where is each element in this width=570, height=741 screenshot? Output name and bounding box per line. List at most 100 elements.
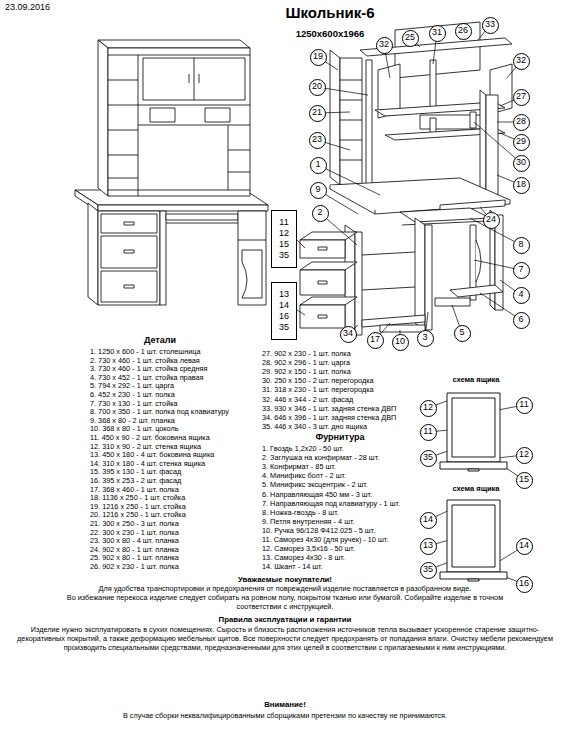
callout-number: 14 — [420, 512, 437, 529]
callout-number: 17 — [367, 332, 384, 349]
part-list-item: 8. 700 x 350 - 1 шт. полка под клавиатур… — [90, 408, 229, 417]
assembled-desk — [101, 214, 157, 233]
assembled-desk — [98, 211, 160, 305]
drawer-scheme — [440, 572, 507, 579]
callout-text: 31 — [432, 27, 442, 38]
callout-number: 27 — [513, 89, 530, 106]
assembled-desk — [138, 105, 250, 106]
assembled-desk — [228, 150, 250, 151]
fitting-list-item: 13. Саморез 4х30 - 8 шт. — [262, 554, 345, 563]
exploded-view — [318, 281, 327, 284]
part-list-item: 30. 250 x 150 - 2 шт. перегородка — [262, 377, 374, 386]
part-list-item: 31. 318 x 230 - 1 шт. перегородка — [262, 386, 374, 395]
exploded-view — [300, 240, 345, 258]
part-list-item: 18. 1136 x 250 - 1 шт. стойка — [90, 494, 185, 503]
callout-number: 34 — [340, 326, 357, 343]
exploded-view — [340, 140, 362, 141]
assembled-desk — [138, 55, 139, 196]
callout-text: 35 — [279, 322, 289, 333]
callout-number: 10 — [392, 334, 409, 351]
part-list-item: 28. 902 x 296 - 1 шт. царга — [262, 359, 350, 368]
assembled-desk — [238, 211, 266, 305]
callout-text: 10 — [395, 336, 405, 347]
notice-text: В случае сборки неквалифицированными сбо… — [10, 712, 560, 721]
fitting-list-item: 2. Заглушка на конфирмат - 28 шт. — [262, 454, 379, 463]
callout-text: 21 — [312, 107, 322, 118]
assembled-desk — [98, 40, 250, 48]
callout-text: 14 — [519, 540, 529, 551]
callout-number: 32 — [376, 37, 393, 54]
scheme-title: схема ящика — [428, 484, 524, 493]
assembled-desk — [124, 222, 134, 225]
callout-text: 15 — [279, 239, 289, 250]
callout-number: 29 — [513, 134, 530, 151]
callout-number: 18 — [513, 177, 530, 194]
callout-number: 11 — [420, 424, 437, 441]
callout-number: 26 — [455, 23, 472, 40]
part-list-item: 5. 794 x 292 - 1 шт. царга — [90, 382, 174, 391]
part-list-item: 14. 310 x 180 - 4 шт. стенка ящика — [90, 460, 205, 469]
callout-number: 28 — [513, 114, 530, 131]
callout-text: 27 — [516, 91, 526, 102]
callout-number: 12 — [420, 400, 437, 417]
part-list-item: 3. 730 x 460 - 1 шт. стойка средняя — [90, 365, 207, 374]
part-list-item: 2. 730 x 460 - 1 шт. стойка левая — [90, 357, 200, 366]
part-list-item: 10. 368 x 80 - 1 шт. цоколь — [90, 425, 179, 434]
callout-text: 4 — [518, 289, 523, 300]
drawer-scheme — [440, 462, 507, 469]
assembled-desk — [124, 285, 134, 288]
assembled-desk — [88, 203, 98, 305]
drawer-scheme — [452, 505, 495, 567]
fitting-list-item: 10. Ручка 96/128 Ф412.025 - 5 шт. — [262, 527, 375, 536]
notice-text: Для удобства транспортировки и предохран… — [10, 585, 560, 594]
callout-text: 13 — [279, 289, 289, 300]
exploded-view — [340, 120, 362, 121]
exploded-view — [318, 315, 327, 318]
part-list-item: 35. 446 x 340 - 3 шт. дно ящика — [262, 423, 367, 432]
leader-line — [297, 240, 305, 248]
notice-heading: Правила эксплуатации и гарантии — [10, 615, 560, 624]
callout-number: 11 — [516, 397, 533, 414]
drawer-scheme — [447, 500, 500, 572]
callout-group-box: 13141635 — [271, 282, 297, 340]
exploded-view — [300, 232, 357, 240]
assembled-desk — [108, 130, 138, 131]
fitting-list-item: 9. Петля внутренняя - 4 шт. — [262, 518, 355, 527]
notice-heading: Уважаемые покупатели! — [10, 575, 560, 584]
callout-text: 14 — [423, 514, 433, 525]
part-list-item: 21. 300 x 250 - 3 шт. полка — [90, 520, 179, 529]
callout-text: 16 — [519, 578, 529, 589]
assembled-desk — [242, 250, 262, 298]
callout-text: 15 — [519, 474, 529, 485]
leader-line — [297, 310, 305, 315]
exploded-view — [340, 80, 362, 81]
callout-text: 32 — [379, 39, 389, 50]
exploded-view — [300, 305, 345, 328]
fitting-list-item: 5. Минификс эксцентрик - 2 шт. — [262, 481, 368, 490]
callout-number: 1 — [310, 157, 327, 174]
part-list-item: 6. 452 x 230 - 1 шт. полка — [90, 391, 175, 400]
scheme-title: схема ящика — [428, 375, 524, 384]
part-list-item: 17. 368 x 460 - 1 шт. полка — [90, 486, 179, 495]
callout-text: 11 — [423, 426, 432, 437]
exploded-view — [362, 252, 415, 255]
exploded-view — [400, 208, 490, 222]
callout-number: 2 — [312, 205, 329, 222]
callout-text: 7 — [518, 264, 523, 275]
callout-text: 11 — [279, 217, 288, 228]
assembled-desk — [166, 223, 238, 224]
fitting-list-item: 3. Конфирмат - 85 шт. — [262, 463, 336, 472]
notice-text: Во избежание перекоса изделие следует со… — [60, 594, 510, 612]
assembled-desk — [108, 105, 138, 106]
callout-number: 15 — [516, 472, 533, 489]
fitting-list-item: 8. Ножка-гвоздь - 8 шт. — [262, 509, 339, 518]
exploded-view — [380, 325, 425, 332]
date-label: 23.09.2016 — [5, 2, 50, 13]
assembled-desk — [108, 155, 138, 156]
callout-text: 35 — [279, 250, 289, 261]
callout-text: 25 — [405, 32, 415, 43]
callout-text: 32 — [516, 55, 526, 66]
callout-number: 35 — [420, 450, 437, 467]
part-list-item: 27. 902 x 230 - 1 шт. полка — [262, 350, 351, 359]
assembled-desk — [228, 125, 229, 190]
